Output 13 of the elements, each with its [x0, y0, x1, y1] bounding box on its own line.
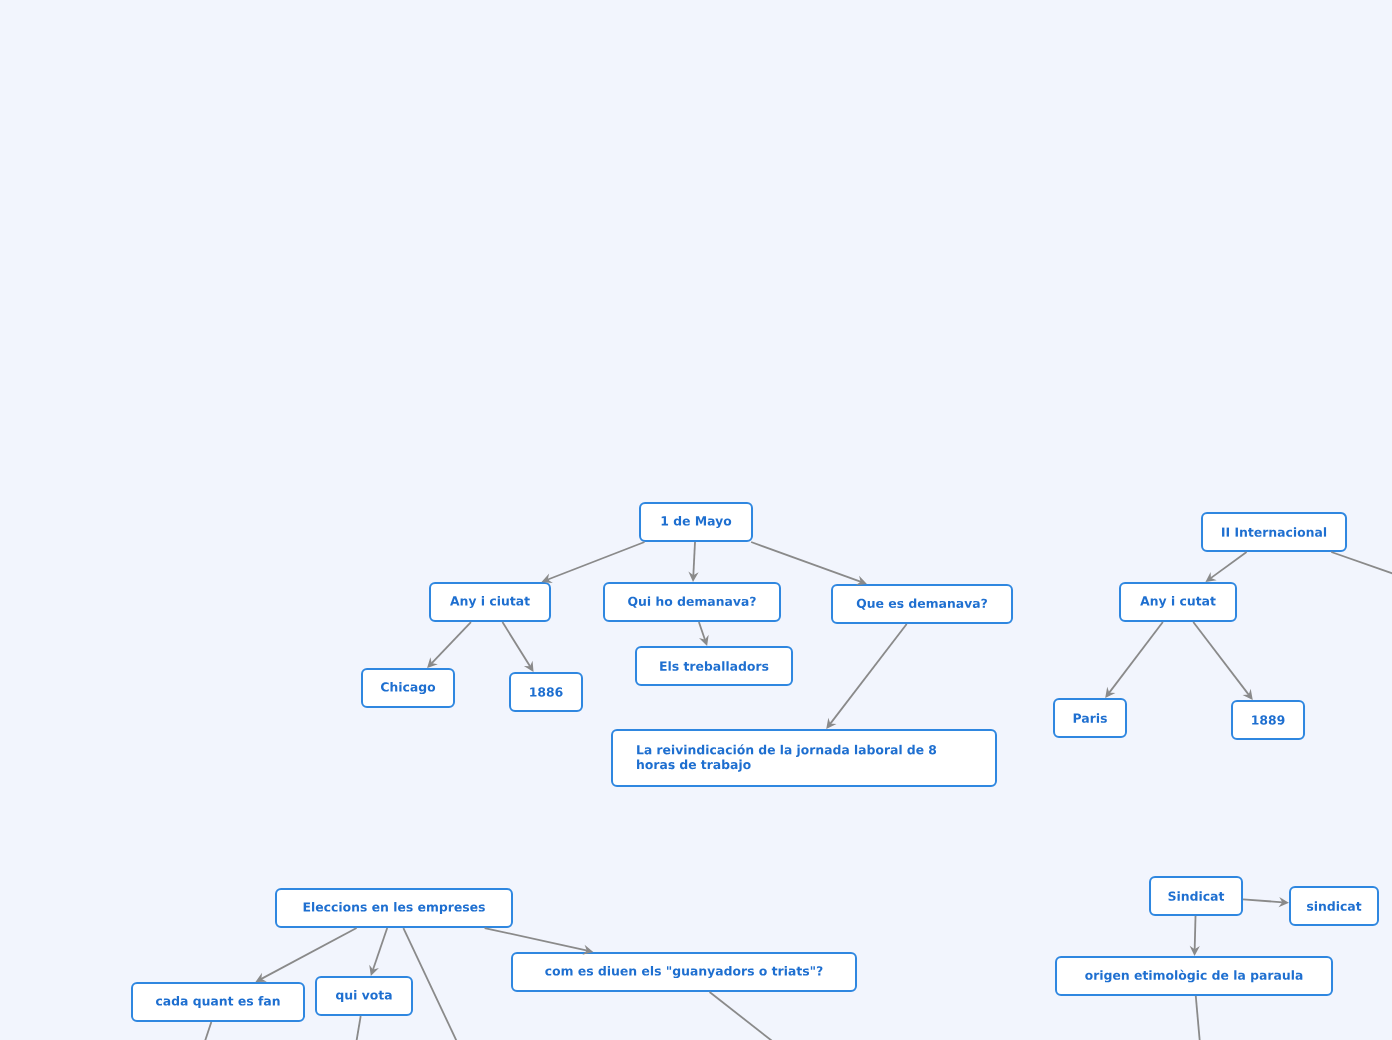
arrow	[501, 621, 534, 672]
connector-line	[203, 1021, 213, 1040]
arrow	[1105, 621, 1164, 698]
connector-line	[1330, 551, 1392, 577]
arrow	[826, 623, 908, 729]
arrow	[427, 621, 472, 668]
connector-line	[402, 927, 459, 1040]
connector-line	[355, 1015, 362, 1040]
arrow	[369, 927, 389, 976]
arrow	[698, 621, 709, 646]
connector-line	[708, 991, 777, 1040]
connector-line	[1194, 995, 1201, 1040]
arrow	[1192, 621, 1253, 700]
